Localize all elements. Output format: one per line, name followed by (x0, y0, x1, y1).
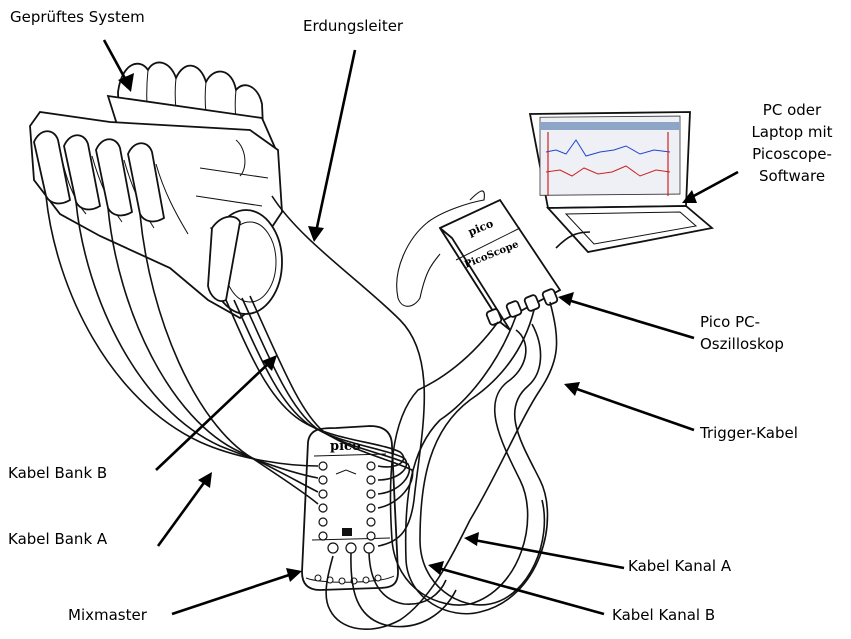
label-pc-line-1: PC oder (763, 100, 821, 120)
arrow-scope (568, 300, 694, 338)
arrow-bank-a (158, 480, 206, 546)
arrow-mixmaster (172, 574, 292, 614)
label-channel-b-cable: Kabel Kanal B (612, 605, 715, 625)
label-trigger-cable: Trigger-Kabel (700, 423, 798, 443)
label-scope-line-2: Oszilloskop (700, 334, 784, 354)
label-ground-lead: Erdungsleiter (303, 16, 403, 36)
label-bank-a-cable: Kabel Bank A (8, 529, 107, 549)
arrow-ground-lead (316, 50, 355, 232)
label-pc-line-3: Picoscope- (752, 144, 832, 164)
arrow-trigger (574, 388, 694, 430)
arrow-channel-a (474, 540, 624, 568)
label-system-under-test: Geprüftes System (10, 7, 145, 27)
label-channel-a-cable: Kabel Kanal A (628, 556, 731, 576)
arrow-channel-b (438, 568, 604, 614)
label-pc-line-2: Laptop mit (751, 122, 832, 142)
label-bank-b-cable: Kabel Bank B (8, 463, 107, 483)
arrow-pc (690, 172, 738, 198)
engine-illustration (30, 62, 282, 318)
label-scope-line-1: Pico PC- (700, 312, 760, 332)
arrow-bank-b (156, 362, 270, 470)
laptop-illustration (530, 112, 712, 252)
label-pc-line-4: Software (759, 166, 825, 186)
label-mixmaster: Mixmaster (68, 605, 147, 625)
